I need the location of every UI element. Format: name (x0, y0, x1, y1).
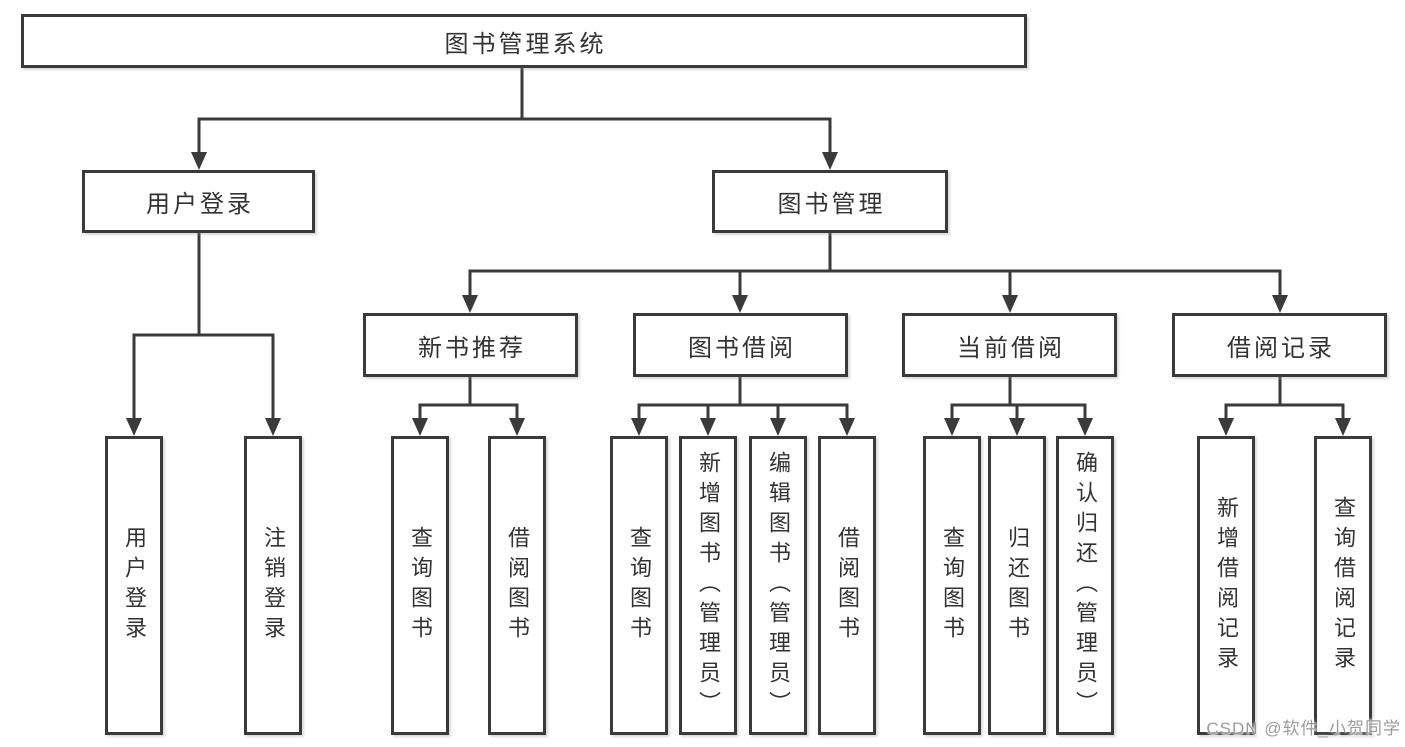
leaf-borrow-books: 借阅图书 (818, 436, 876, 735)
node-new-book-recommendation: 新书推荐 (363, 313, 578, 377)
leaf-add-borrow-record: 新增借阅记录 (1197, 436, 1255, 735)
node-book-borrowing: 图书借阅 (633, 313, 848, 377)
leaf-query-books-recommend: 查询图书 (391, 436, 449, 735)
leaf-query-books-borrow: 查询图书 (610, 436, 668, 735)
csdn-watermark: CSDN @软件_小贺同学 (1206, 719, 1401, 738)
leaf-edit-books-admin: 编辑图书（管理员） (749, 436, 807, 735)
leaf-add-books-admin: 新增图书（管理员） (679, 436, 737, 735)
node-current-borrowing: 当前借阅 (902, 313, 1117, 377)
leaf-query-books-current: 查询图书 (923, 436, 981, 735)
leaf-query-borrow-record: 查询借阅记录 (1314, 436, 1372, 735)
node-borrowing-records: 借阅记录 (1172, 313, 1387, 377)
leaf-confirm-return-admin: 确认归还（管理员） (1056, 436, 1114, 735)
leaf-return-books: 归还图书 (988, 436, 1046, 735)
node-library-management-system: 图书管理系统 (21, 14, 1027, 68)
node-book-management: 图书管理 (712, 170, 948, 233)
leaf-user-login: 用户登录 (105, 436, 163, 735)
leaf-borrow-books-recommend: 借阅图书 (488, 436, 546, 735)
leaf-logout: 注销登录 (244, 436, 302, 735)
node-user-login: 用户登录 (82, 170, 315, 233)
